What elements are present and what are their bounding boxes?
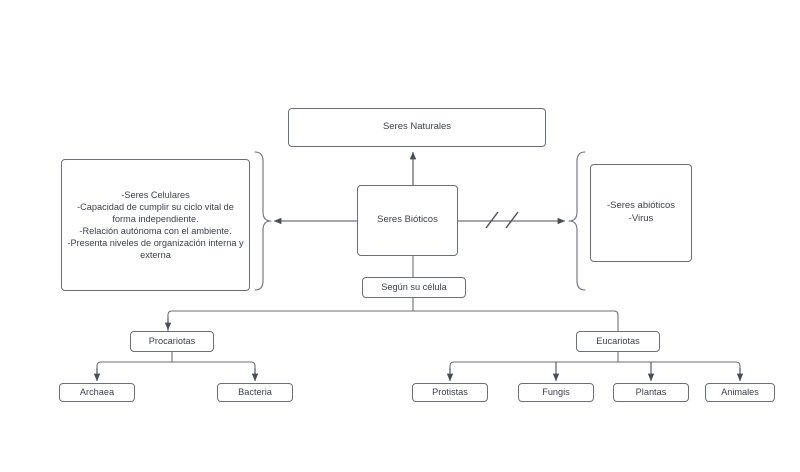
break-mark-slash-2: [505, 211, 519, 229]
node-fungis[interactable]: Fungis: [518, 383, 594, 402]
node-protistas[interactable]: Protistas: [412, 383, 488, 402]
node-plantas[interactable]: Plantas: [613, 383, 689, 402]
node-segun-su-celula[interactable]: Según su célula: [362, 277, 466, 298]
bus-segun-children: [167, 310, 619, 331]
node-caracteristicas-seres-bioticos[interactable]: -Seres Celulares -Capacidad de cumplir s…: [61, 159, 250, 291]
node-eucariotas[interactable]: Eucariotas: [576, 331, 660, 352]
node-bacteria[interactable]: Bacteria: [217, 383, 293, 402]
node-animales[interactable]: Animales: [705, 383, 775, 402]
node-procariotas[interactable]: Procariotas: [130, 331, 214, 352]
node-archaea[interactable]: Archaea: [59, 383, 135, 402]
node-seres-bioticos[interactable]: Seres Bióticos: [357, 185, 458, 256]
left-brace: [254, 151, 272, 291]
break-mark-slash-1: [485, 211, 499, 229]
right-brace: [568, 151, 586, 291]
node-seres-naturales[interactable]: Seres Naturales: [288, 108, 546, 147]
node-seres-abioticos[interactable]: -Seres abióticos -Virus: [590, 164, 692, 262]
bus-eucariotas-children: [449, 361, 741, 381]
bus-procariotas-children: [96, 361, 256, 381]
